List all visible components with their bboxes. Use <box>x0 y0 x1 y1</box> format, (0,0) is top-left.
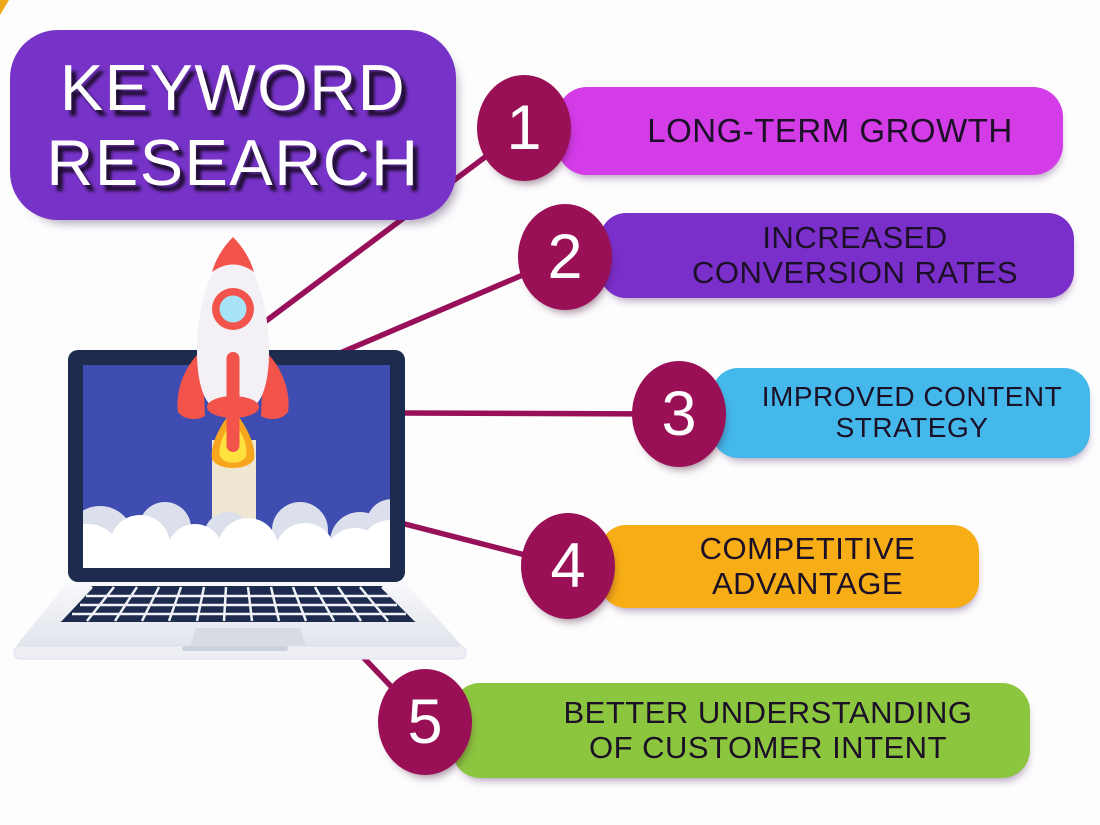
benefit-number: 4 <box>550 531 586 601</box>
benefit-bar-4: COMPETITIVE ADVANTAGE <box>600 525 979 608</box>
benefit-number-circle-2: 2 <box>518 204 612 310</box>
rocket-stripe <box>226 352 240 452</box>
benefit-label: CONVERSION RATES <box>691 254 1019 290</box>
benefit-number-circle-1: 1 <box>477 75 571 181</box>
benefit-bar-3: IMPROVED CONTENT STRATEGY <box>712 368 1090 458</box>
benefit-label: IMPROVED CONTENT <box>761 381 1063 413</box>
benefit-label: ADVANTAGE <box>711 565 904 601</box>
clouds-front <box>83 515 390 568</box>
benefit-label: INCREASED <box>762 220 948 256</box>
keyboard-key-lines <box>59 586 417 622</box>
benefit-number: 5 <box>407 687 443 757</box>
title-line-2: RESEARCH <box>46 126 420 199</box>
connector-line-1 <box>259 125 527 327</box>
touchpad <box>190 628 306 646</box>
benefit-number-circle-3: 3 <box>632 361 726 467</box>
benefit-bar-2: INCREASED CONVERSION RATES <box>600 213 1074 298</box>
benefit-label: BETTER UNDERSTANDING <box>563 695 973 731</box>
benefit-label: COMPETITIVE <box>699 531 916 567</box>
porthole-glass <box>219 295 247 323</box>
benefit-label: STRATEGY <box>835 412 989 443</box>
rocket-nose-icon <box>212 237 254 272</box>
benefit-number-circle-4: 4 <box>521 513 615 619</box>
corner-accent-icon <box>0 0 9 15</box>
benefit-bar-5: BETTER UNDERSTANDING OF CUSTOMER INTENT <box>452 683 1030 778</box>
laptop-base-notch <box>182 646 288 651</box>
benefit-number: 1 <box>506 93 542 163</box>
title-card: KEYWORD RESEARCH <box>10 30 456 220</box>
title-line-1: KEYWORD <box>59 50 407 124</box>
benefit-bar-1: LONG-TERM GROWTH <box>557 87 1063 175</box>
rocket <box>177 237 289 468</box>
benefit-number-circle-5: 5 <box>378 669 472 775</box>
benefit-number: 3 <box>661 379 697 449</box>
benefit-label: LONG-TERM GROWTH <box>647 111 1013 149</box>
benefit-label: OF CUSTOMER INTENT <box>588 729 948 765</box>
benefit-number: 2 <box>547 222 583 292</box>
